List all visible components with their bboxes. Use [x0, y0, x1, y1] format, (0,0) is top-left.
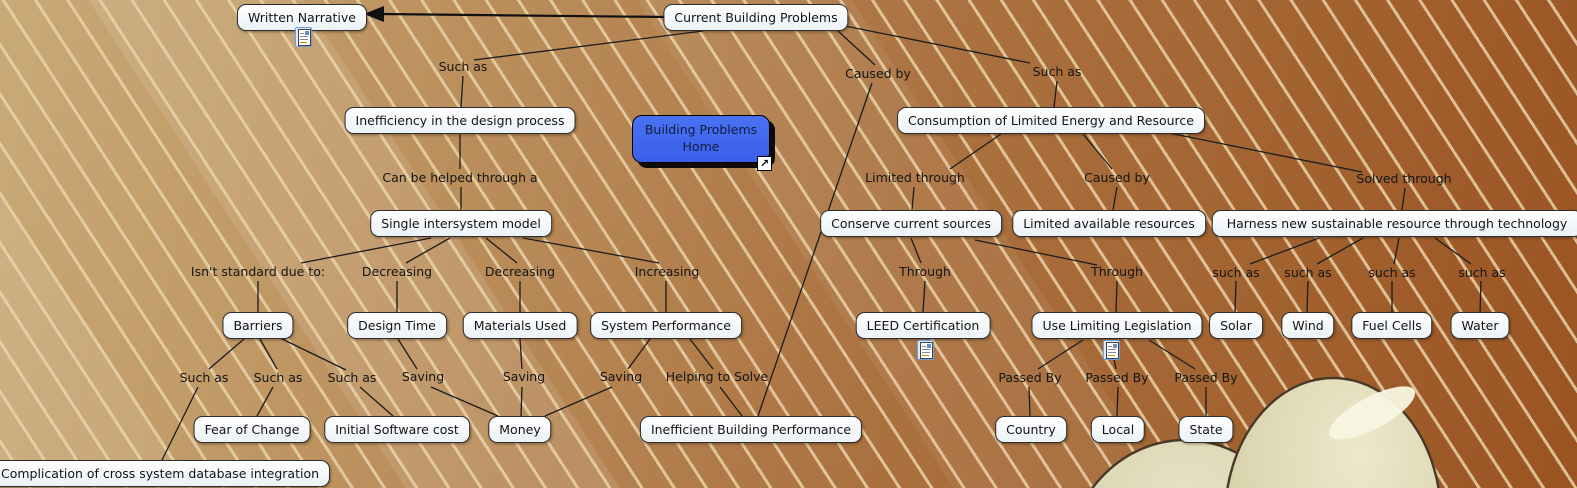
- document-icon: [920, 342, 933, 359]
- link-label-caused-by-top[interactable]: Caused by: [845, 66, 911, 81]
- document-icon: [1106, 342, 1119, 359]
- node-written-narrative[interactable]: Written Narrative: [237, 4, 367, 31]
- link-label-helping-to-solve[interactable]: Helping to Solve: [665, 369, 769, 384]
- node-current-building-problems[interactable]: Current Building Problems: [663, 4, 849, 31]
- link-label-through-1[interactable]: Through: [899, 264, 951, 279]
- resource-icon-written-narrative[interactable]: [295, 27, 312, 47]
- link-label-caused-by-right[interactable]: Caused by: [1084, 170, 1150, 185]
- node-label: Fear of Change: [204, 422, 300, 437]
- node-label: Inefficient Building Performance: [650, 422, 852, 437]
- node-label: Building Problems Home: [644, 122, 758, 154]
- node-leed-certification[interactable]: LEED Certification: [855, 312, 991, 339]
- node-barriers[interactable]: Barriers: [222, 312, 294, 339]
- link-label-saving-2[interactable]: Saving: [502, 369, 546, 384]
- node-limited-available-resources[interactable]: Limited available resources: [1012, 210, 1206, 237]
- node-label: Country: [1006, 422, 1056, 437]
- node-single-intersystem-model[interactable]: Single intersystem model: [370, 210, 552, 237]
- node-label: LEED Certification: [866, 318, 980, 333]
- node-label: Use Limiting Legislation: [1042, 318, 1192, 333]
- node-label: Barriers: [233, 318, 283, 333]
- link-label-saving-3[interactable]: Saving: [599, 369, 643, 384]
- node-inefficient-building-performance[interactable]: Inefficient Building Performance: [639, 416, 863, 443]
- node-design-time[interactable]: Design Time: [347, 312, 447, 339]
- node-money[interactable]: Money: [488, 416, 552, 443]
- link-label-such-as-b2[interactable]: Such as: [253, 370, 303, 385]
- node-wind[interactable]: Wind: [1281, 312, 1335, 339]
- node-label: Materials Used: [473, 318, 567, 333]
- link-label-such-as-top-left[interactable]: Such as: [438, 59, 488, 74]
- node-label: Inefficiency in the design process: [355, 113, 565, 128]
- link-label-such-as-water[interactable]: such as: [1458, 265, 1506, 280]
- node-label: Design Time: [358, 318, 436, 333]
- node-label: Money: [499, 422, 541, 437]
- link-label-passed-by-local[interactable]: Passed By: [1085, 370, 1149, 385]
- link-label-such-as-fuel-cells[interactable]: such as: [1368, 265, 1416, 280]
- node-water[interactable]: Water: [1450, 312, 1510, 339]
- node-label: Local: [1101, 422, 1135, 437]
- background-eggs-image: [1090, 376, 1440, 488]
- node-system-performance[interactable]: System Performance: [590, 312, 742, 339]
- node-conserve-current-sources[interactable]: Conserve current sources: [820, 210, 1002, 237]
- link-label-decreasing-1[interactable]: Decreasing: [361, 264, 433, 279]
- resource-icon-leed-certification[interactable]: [917, 340, 934, 360]
- link-label-such-as-b3[interactable]: Such as: [327, 370, 377, 385]
- node-label: System Performance: [601, 318, 731, 333]
- node-country[interactable]: Country: [995, 416, 1067, 443]
- node-label: Current Building Problems: [674, 10, 838, 25]
- link-label-increasing[interactable]: Increasing: [634, 264, 700, 279]
- link-label-such-as-wind[interactable]: such as: [1284, 265, 1332, 280]
- link-label-saving-1[interactable]: Saving: [401, 369, 445, 384]
- link-label-such-as-solar[interactable]: such as: [1212, 265, 1260, 280]
- node-initial-software-cost[interactable]: Initial Software cost: [324, 416, 470, 443]
- node-use-limiting-legislation[interactable]: Use Limiting Legislation: [1031, 312, 1203, 339]
- node-label: Conserve current sources: [831, 216, 991, 231]
- link-label-passed-by-state[interactable]: Passed By: [1174, 370, 1238, 385]
- node-label: Solar: [1220, 318, 1252, 333]
- link-label-isnt-standard[interactable]: Isn't standard due to:: [190, 264, 326, 279]
- node-solar[interactable]: Solar: [1209, 312, 1263, 339]
- link-label-through-2[interactable]: Through: [1091, 264, 1143, 279]
- concept-links: [161, 25, 1482, 461]
- node-label: Fuel Cells: [1362, 318, 1422, 333]
- node-label: Single intersystem model: [381, 216, 541, 231]
- node-label: Limited available resources: [1023, 216, 1195, 231]
- document-icon: [298, 29, 311, 46]
- node-label: Complication of cross system database in…: [0, 466, 320, 481]
- node-harness-sustainable-resource[interactable]: Harness new sustainable resource through…: [1211, 210, 1577, 237]
- node-label: Wind: [1292, 318, 1324, 333]
- node-label: Initial Software cost: [335, 422, 459, 437]
- node-label: Consumption of Limited Energy and Resour…: [908, 113, 1194, 128]
- node-complication-cross-system[interactable]: Complication of cross system database in…: [0, 460, 331, 487]
- node-state[interactable]: State: [1178, 416, 1234, 443]
- node-inefficiency-design-process[interactable]: Inefficiency in the design process: [344, 107, 576, 134]
- node-consumption-limited-energy[interactable]: Consumption of Limited Energy and Resour…: [897, 107, 1205, 134]
- link-label-limited-through[interactable]: Limited through: [865, 170, 965, 185]
- link-label-such-as-top-right[interactable]: Such as: [1032, 64, 1082, 79]
- link-label-can-be-helped[interactable]: Can be helped through a: [382, 170, 538, 185]
- node-label: Water: [1461, 318, 1499, 333]
- node-fuel-cells[interactable]: Fuel Cells: [1351, 312, 1433, 339]
- narrative-arrow: [364, 6, 669, 22]
- link-label-decreasing-2[interactable]: Decreasing: [484, 264, 556, 279]
- node-materials-used[interactable]: Materials Used: [462, 312, 578, 339]
- node-label: Harness new sustainable resource through…: [1226, 216, 1568, 231]
- node-fear-of-change[interactable]: Fear of Change: [193, 416, 311, 443]
- node-label: Written Narrative: [248, 10, 356, 25]
- node-local[interactable]: Local: [1090, 416, 1146, 443]
- link-label-passed-by-country[interactable]: Passed By: [998, 370, 1062, 385]
- node-label: State: [1189, 422, 1223, 437]
- node-building-problems-home[interactable]: Building Problems Home: [632, 115, 770, 163]
- link-label-such-as-b1[interactable]: Such as: [179, 370, 229, 385]
- resource-icon-use-limiting-legislation[interactable]: [1103, 340, 1120, 360]
- open-link-icon[interactable]: ↗: [757, 156, 772, 171]
- link-label-solved-through[interactable]: Solved through: [1356, 171, 1452, 186]
- arrow-glyph: ↗: [759, 157, 770, 170]
